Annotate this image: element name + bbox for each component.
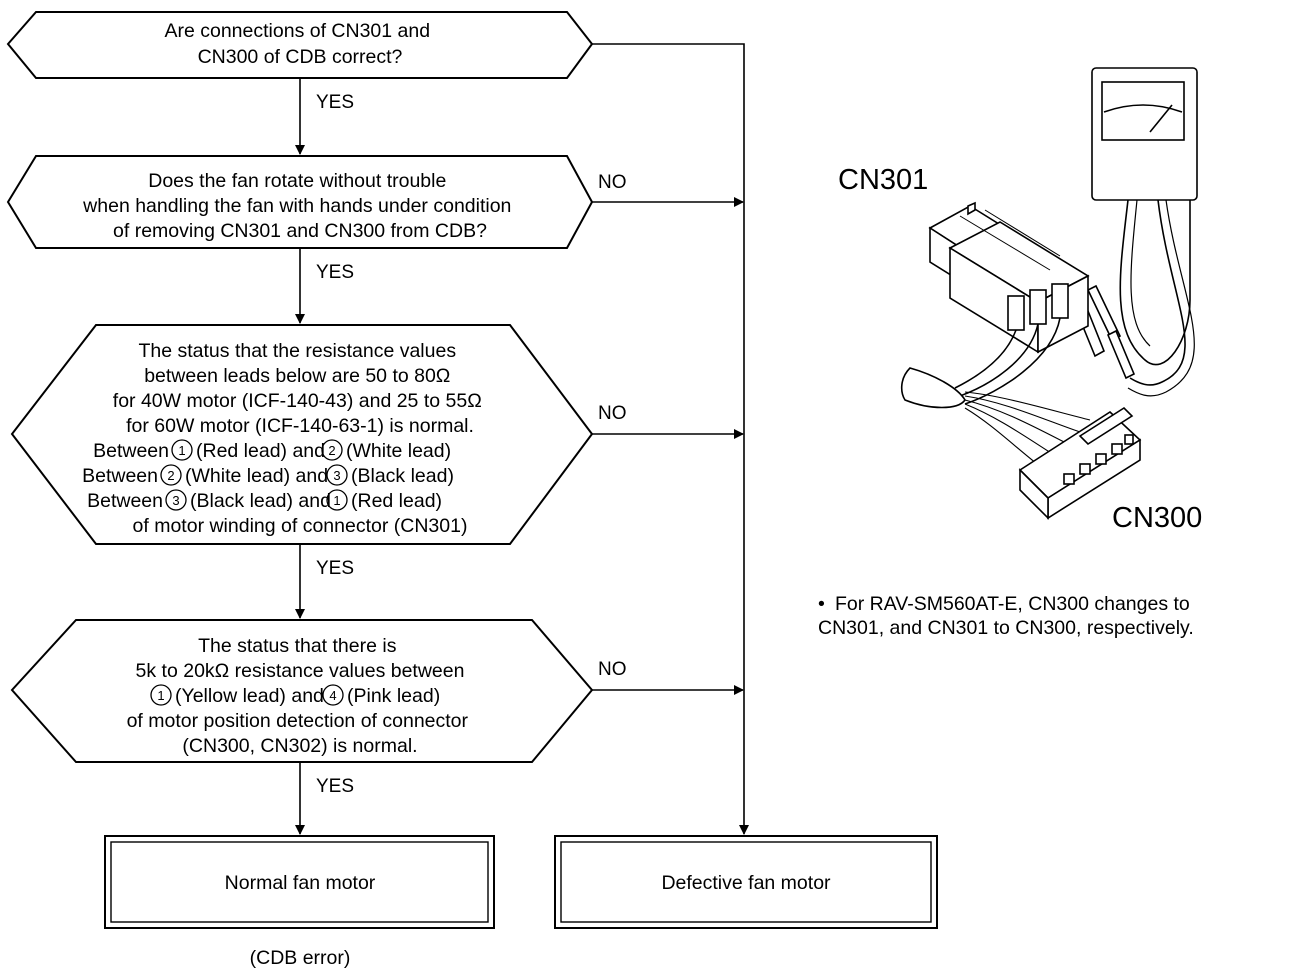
meter-icon	[1091, 67, 1198, 201]
svg-text:1: 1	[157, 688, 164, 703]
svg-text:1: 1	[333, 493, 340, 508]
svg-text:(Red lead): (Red lead)	[351, 490, 442, 512]
no-label-2: NO	[598, 172, 627, 193]
svg-text:3: 3	[172, 493, 179, 508]
svg-text:Between: Between	[87, 490, 163, 512]
decision1-text: Are connections of CN301 and CN300 of CD…	[164, 20, 435, 68]
decision4-tail: of motor position detection of connector…	[127, 710, 474, 757]
result-normal-note: (CDB error)	[250, 947, 351, 969]
cn301-label: CN301	[838, 164, 928, 196]
no-trunk-line	[592, 43, 749, 835]
circled-number-icon	[321, 439, 343, 461]
circled-number-icon	[322, 684, 344, 706]
yes-label-3: YES	[316, 558, 354, 579]
note-bullet: •	[818, 593, 825, 615]
result-defective-label: Defective fan motor	[661, 872, 831, 894]
decision3-shape	[10, 324, 594, 545]
result-normal-box: Normal fan motor	[104, 835, 495, 929]
decision4-pair-line: 1 (Yellow lead) and 4 (Pink lead)	[150, 684, 440, 707]
cn300-label: CN300	[1112, 502, 1202, 534]
svg-text:Between: Between	[82, 465, 158, 487]
decision4-shape	[10, 619, 594, 763]
svg-text:Between: Between	[93, 440, 169, 462]
circled-number-icon	[165, 489, 187, 511]
decision1-shape	[6, 11, 594, 79]
svg-text:2: 2	[167, 468, 174, 483]
svg-text:(White lead) and: (White lead) and	[185, 465, 328, 487]
decision3-pair-line-3: Between 3 (Black lead) and 1 (Red lead)	[87, 489, 442, 512]
connector-illustration	[900, 67, 1198, 520]
decision3-pair-line-1: Between 1 (Red lead) and 2 (White lead)	[93, 439, 451, 462]
circled-number-icon	[150, 684, 172, 706]
no-label-4: NO	[598, 659, 627, 680]
circled-number-icon	[326, 464, 348, 486]
result-normal-label: Normal fan motor	[225, 872, 376, 894]
svg-text:4: 4	[329, 688, 336, 703]
decision3-pair-line-2: Between 2 (White lead) and 3 (Black lead…	[82, 464, 454, 487]
svg-text:1: 1	[178, 443, 185, 458]
svg-text:(Pink lead): (Pink lead)	[347, 685, 440, 707]
decision3-last-line: of motor winding of connector (CN301)	[133, 515, 468, 537]
svg-text:2: 2	[328, 443, 335, 458]
yes-label-2: YES	[316, 262, 354, 283]
circled-number-icon	[171, 439, 193, 461]
decision2-shape	[6, 155, 594, 249]
yes-label-1: YES	[316, 92, 354, 113]
decision2-text: Does the fan rotate without trouble when…	[82, 170, 517, 242]
result-defective-box: Defective fan motor	[554, 835, 938, 929]
no-label-3: NO	[598, 403, 627, 424]
svg-text:3: 3	[333, 468, 340, 483]
note-text: For RAV-SM560AT-E, CN300 changes to CN30…	[818, 593, 1195, 639]
yes-label-4: YES	[316, 776, 354, 797]
decision4-text: The status that there is 5k to 20kΩ resi…	[136, 635, 465, 682]
svg-text:(Red lead) and: (Red lead) and	[196, 440, 325, 462]
svg-text:(Yellow lead) and: (Yellow lead) and	[175, 685, 324, 707]
decision3-text: The status that the resistance values be…	[113, 340, 487, 437]
circled-number-icon	[326, 489, 348, 511]
svg-text:(Black lead) and: (Black lead) and	[190, 490, 331, 512]
circled-number-icon	[160, 464, 182, 486]
svg-text:(White lead): (White lead)	[346, 440, 451, 462]
svg-text:(Black lead): (Black lead)	[351, 465, 454, 487]
